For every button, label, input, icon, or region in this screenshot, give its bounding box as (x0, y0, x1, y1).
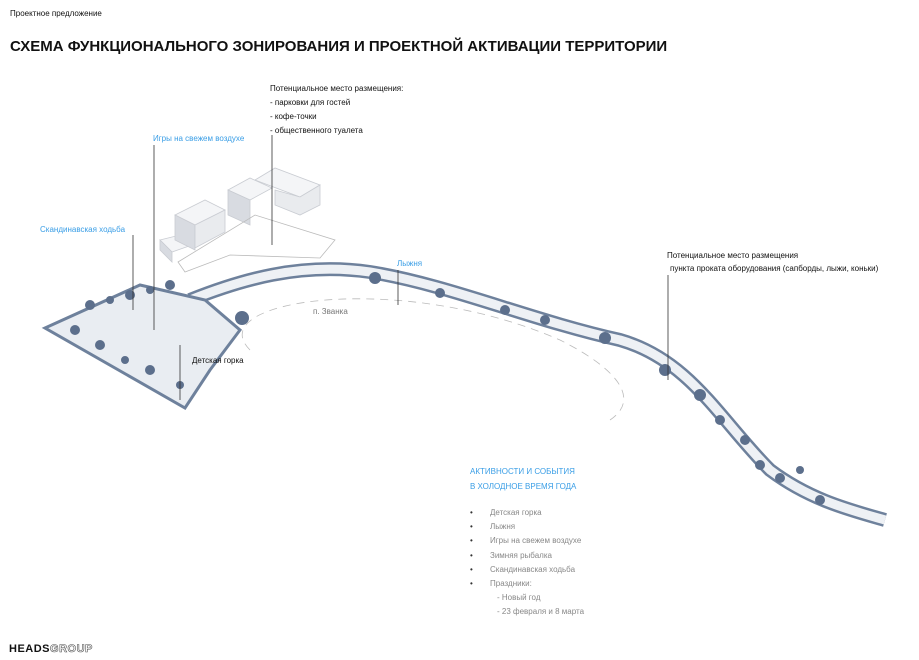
list-item: • Детская горка (470, 506, 584, 520)
logo-light: GROUP (50, 643, 93, 656)
park-area (41, 283, 243, 411)
list-item: • Праздники: (470, 577, 584, 591)
logo-bold: HEADS (9, 643, 51, 655)
label-river: п. Званка (313, 307, 348, 316)
item-text: Праздники: (490, 579, 532, 589)
bullet: • (470, 508, 473, 517)
label-ski-track: Лыжня (397, 259, 423, 268)
placement-item: - общественного туалета (270, 126, 363, 135)
river-line (241, 298, 625, 421)
rental-note: Потенциальное место размещения пункта пр… (667, 249, 878, 275)
leader-lines (132, 135, 669, 400)
list-item: • Лыжня (470, 520, 584, 534)
rental-line: пункта проката оборудования (сапборды, л… (670, 264, 879, 273)
label-kids-slide: Детская горка (192, 356, 244, 365)
holiday-item: - Новый год (497, 593, 541, 603)
bullet: • (470, 550, 473, 560)
bullet: • (470, 536, 473, 546)
item-text: Зимняя рыбалка (490, 550, 552, 560)
placement-item: - кофе-точки (270, 112, 317, 121)
activities-title-line: АКТИВНОСТИ И СОБЫТИЯ (470, 467, 575, 476)
placement-item: - парковки для гостей (270, 98, 351, 107)
label-nordic-walking: Скандинавская ходьба (40, 225, 126, 234)
placement-note: Потенциальное место размещения: - парков… (270, 82, 403, 138)
item-text: Детская горка (490, 508, 542, 517)
label-outdoor-games: Игры на свежем воздухе (153, 134, 245, 143)
bullet: • (470, 522, 473, 532)
list-item: • Скандинавская ходьба (470, 563, 584, 577)
bullet: • (470, 579, 473, 589)
list-item: • Игры на свежем воздухе (470, 534, 584, 548)
activities-title: АКТИВНОСТИ И СОБЫТИЯ В ХОЛОДНОЕ ВРЕМЯ ГО… (470, 464, 576, 494)
bullet: • (470, 564, 473, 574)
placement-title: Потенциальное место размещения: (270, 84, 404, 93)
item-text: Скандинавская ходьба (490, 564, 576, 574)
item-text: Лыжня (490, 522, 516, 532)
page-title: СХЕМА ФУНКЦИОНАЛЬНОГО ЗОНИРОВАНИЯ И ПРОЕ… (10, 38, 668, 55)
activities-list: • Детская горка • Лыжня • Игры на свежем во… (470, 506, 584, 620)
item-text: Игры на свежем воздухе (490, 536, 582, 546)
holiday-item: - 23 февраля и 8 марта (497, 607, 585, 617)
buildings (159, 167, 336, 273)
activities-title-line: В ХОЛОДНОЕ ВРЕМЯ ГОДА (470, 482, 577, 491)
page-subtitle: Проектное предложение (10, 9, 102, 18)
logo: HEADSGROUP (9, 643, 93, 656)
rental-line: Потенциальное место размещения (667, 251, 799, 260)
list-item: • Зимняя рыбалка (470, 549, 584, 563)
